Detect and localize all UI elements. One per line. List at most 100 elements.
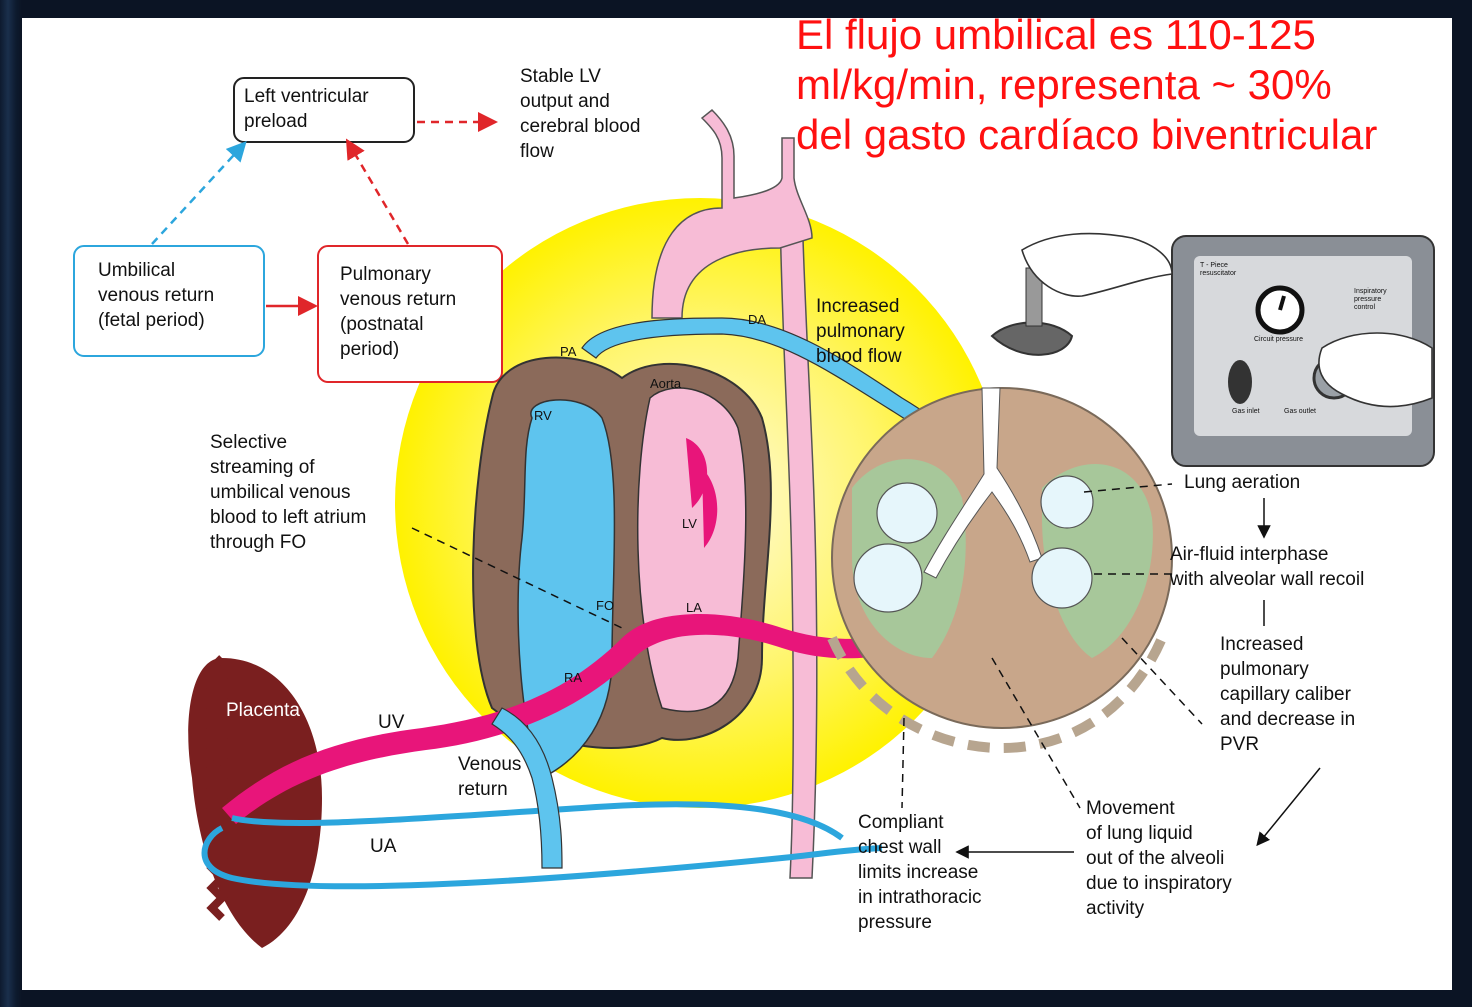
rv-label: RV — [534, 408, 552, 423]
venous-return-vessel — [491, 707, 563, 869]
capillary-line: and decrease in — [1220, 709, 1356, 730]
pa-label: PA — [560, 344, 577, 359]
increased-flow-line: pulmonary — [816, 321, 905, 342]
device-gas-inlet-label: Gas inlet — [1232, 408, 1260, 415]
device-inspiratory-label: Inspiratory pressure control — [1354, 288, 1387, 311]
alveolus — [853, 543, 923, 613]
capillary-label: Increased pulmonary capillary caliber an… — [1220, 632, 1355, 757]
la-label: LA — [686, 600, 702, 615]
air-fluid-line: Air-fluid interphase — [1170, 544, 1329, 565]
umbilical-return-label: Umbilical venous return (fetal period) — [98, 258, 214, 333]
compliant-line: in intrathoracic — [858, 887, 982, 908]
venous-return-line: return — [458, 779, 508, 800]
air-fluid-line: with alveolar wall recoil — [1170, 569, 1365, 590]
movement-line: out of the alveoli — [1086, 848, 1225, 869]
pulmonary-return-label: Pulmonary venous return (postnatal perio… — [340, 262, 456, 362]
selective-line: umbilical venous — [210, 482, 351, 503]
umbilical-return-line: (fetal period) — [98, 310, 205, 331]
compliant-line: pressure — [858, 912, 932, 933]
stable-lv-line: cerebral blood — [520, 116, 641, 137]
pointer-compliant — [901, 717, 905, 809]
uv-label: UV — [378, 712, 405, 733]
face-mask — [990, 321, 1074, 356]
compliant-line: Compliant — [858, 812, 944, 833]
selective-streaming-label: Selective streaming of umbilical venous … — [210, 430, 366, 555]
circulation-illustration — [73, 77, 1435, 948]
da-label: DA — [748, 312, 767, 327]
aorta-vessel — [779, 207, 818, 879]
increased-flow-line: Increased — [816, 296, 900, 317]
pointer-lung-aeration — [1083, 483, 1173, 493]
headline-line: del gasto cardíaco biventricular — [796, 111, 1378, 158]
device-gas-outlet-label: Gas outlet — [1284, 408, 1316, 415]
stable-lv-label: Stable LV output and cerebral blood flow — [520, 64, 640, 164]
t-piece-device — [1171, 235, 1435, 467]
aorta-label: Aorta — [650, 376, 682, 391]
lv-preload-line: preload — [244, 111, 308, 132]
umbilical-return-line: venous return — [98, 285, 215, 306]
selective-line: streaming of — [210, 457, 315, 478]
capillary-line: Increased — [1220, 634, 1304, 655]
stable-lv-line: output and — [520, 91, 610, 112]
increased-flow-label: Increased pulmonary blood flow — [816, 294, 905, 369]
lv-label: LV — [682, 516, 697, 531]
pulmonary-return-line: venous return — [340, 289, 457, 310]
air-fluid-label: Air-fluid interphase with alveolar wall … — [1170, 542, 1364, 592]
selective-line: Selective — [210, 432, 288, 453]
red-dashed-arrow-up — [345, 138, 410, 245]
umbilical-artery-2 — [231, 801, 844, 841]
ua-label: UA — [370, 836, 397, 857]
lung-aeration-line: Lung aeration — [1184, 472, 1301, 493]
lung-aeration-label: Lung aeration — [1184, 470, 1300, 495]
arrow-capillary-to-movement — [1256, 767, 1321, 847]
movement-label: Movement of lung liquid out of the alveo… — [1086, 796, 1232, 921]
lv-preload-box — [233, 77, 415, 143]
pulmonary-return-line: period) — [340, 339, 400, 360]
pointer-selective — [411, 527, 623, 629]
headline: El flujo umbilical es 110-125 ml/kg/min,… — [796, 10, 1456, 160]
lv-preload-line: Left ventricular — [244, 86, 369, 107]
fo-label: FO — [596, 598, 615, 613]
device-title-label: T - Piece resuscitator — [1200, 262, 1237, 277]
pulmonary-return-box — [317, 245, 503, 383]
umbilical-return-line: Umbilical — [98, 260, 176, 281]
ra-label: RA — [564, 670, 583, 685]
alveolus — [1031, 547, 1093, 609]
left-hand — [1021, 232, 1173, 297]
stable-lv-line: flow — [520, 141, 554, 162]
venous-return-line: Venous — [458, 754, 522, 775]
headline-line: ml/kg/min, representa ~ 30% — [796, 61, 1332, 108]
headline-line: El flujo umbilical es 110-125 — [796, 11, 1316, 58]
right-hand — [1318, 332, 1433, 408]
compliant-label: Compliant chest wall limits increase in … — [858, 810, 982, 935]
pointer-capillary — [1121, 637, 1203, 725]
capillary-line: PVR — [1220, 734, 1260, 755]
umbilical-return-box — [73, 245, 265, 357]
alveolus — [876, 482, 938, 544]
compliant-line: chest wall — [858, 837, 942, 858]
alveolus — [1040, 475, 1094, 529]
bronchial-tree — [923, 387, 1043, 579]
movement-line: activity — [1086, 898, 1145, 919]
movement-line: due to inspiratory — [1086, 873, 1232, 894]
blue-dashed-arrow — [151, 141, 247, 245]
capillary-line: capillary caliber — [1220, 684, 1351, 705]
umbilical-artery — [201, 825, 883, 890]
pulmonary-return-line: (postnatal — [340, 314, 424, 335]
lv-preload-label: Left ventricular preload — [244, 84, 369, 134]
capillary-line: pulmonary — [1220, 659, 1309, 680]
selective-line: through FO — [210, 532, 307, 553]
diagram-canvas: Left ventricular preload Umbilical venou… — [22, 18, 1452, 990]
aortic-arch — [651, 108, 813, 319]
device-circuit-label: Circuit pressure — [1254, 336, 1304, 343]
stable-lv-line: Stable LV — [520, 66, 601, 87]
increased-flow-line: blood flow — [816, 346, 902, 367]
pointer-movement — [991, 657, 1081, 809]
lv-chamber — [636, 387, 747, 713]
movement-line: Movement — [1086, 798, 1175, 819]
movement-line: of lung liquid — [1086, 823, 1193, 844]
placenta-label: Placenta — [226, 700, 300, 721]
compliant-line: limits increase — [858, 862, 979, 883]
lv-streaks — [686, 438, 718, 548]
venous-return-label: Venous return — [458, 752, 521, 802]
